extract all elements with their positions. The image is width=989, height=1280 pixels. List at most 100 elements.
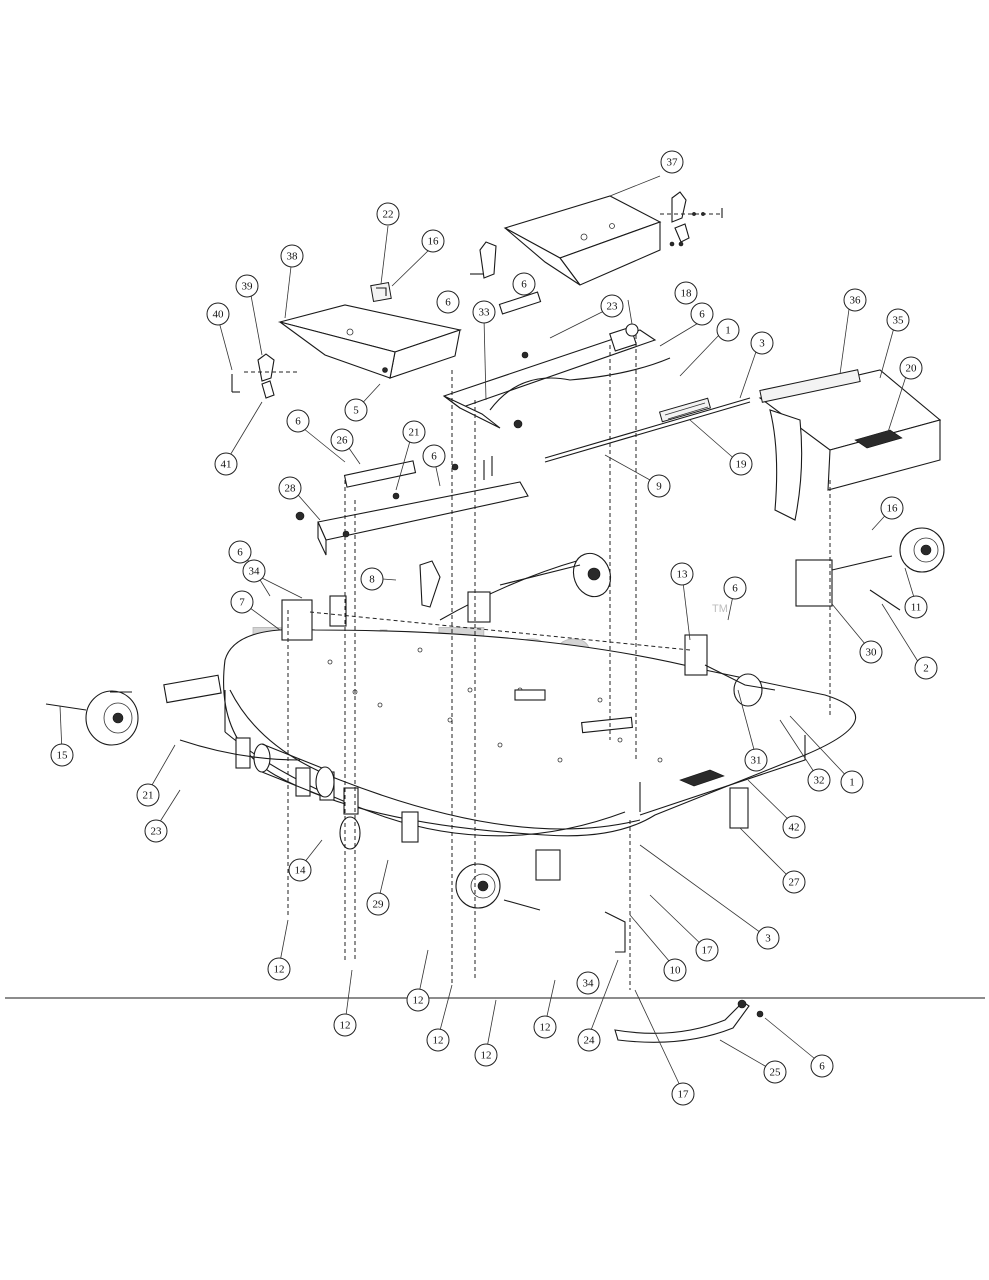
callout-c5: 5 (344, 398, 368, 422)
callout-c18: 18 (674, 281, 698, 305)
callout-label: 16 (428, 236, 440, 248)
callout-label: 1 (849, 777, 855, 789)
callout-c6f: 6 (228, 540, 252, 564)
callout-circle (344, 398, 368, 422)
mower-deck-part (223, 628, 857, 837)
callout-c6d: 6 (286, 409, 310, 433)
callout-c6b: 6 (512, 272, 536, 296)
assembly-guide-lines (287, 335, 831, 990)
callout-c40: 40 (206, 302, 230, 326)
callout-circle (840, 770, 864, 794)
callout-label: 17 (678, 1089, 690, 1101)
callout-label: 34 (583, 978, 595, 990)
callout-c9: 9 (647, 474, 671, 498)
callout-label: 1 (725, 325, 731, 337)
callout-circle (899, 356, 923, 380)
callout-c35: 35 (886, 308, 910, 332)
callout-c26: 26 (330, 428, 354, 452)
callout-circle (695, 938, 719, 962)
callout-circle (763, 1060, 787, 1084)
callout-c12f: 12 (533, 1015, 557, 1039)
callout-circle (859, 640, 883, 664)
callout-circle (533, 1015, 557, 1039)
callout-c12c: 12 (406, 988, 430, 1012)
callout-c22: 22 (376, 202, 400, 226)
spindle-pulley-part (419, 552, 612, 623)
callout-label: 41 (221, 459, 232, 471)
callout-label: 24 (584, 1035, 596, 1047)
callout-circle (230, 590, 254, 614)
callout-label: 6 (699, 309, 705, 321)
callout-label: 40 (213, 309, 225, 321)
callout-c30: 30 (859, 640, 883, 664)
callout-c42: 42 (782, 815, 806, 839)
callout-c14: 14 (288, 858, 312, 882)
callout-label: 6 (521, 279, 527, 291)
callout-c29: 29 (366, 892, 390, 916)
callout-c2: 2 (914, 656, 938, 680)
callout-c25: 25 (763, 1060, 787, 1084)
callout-circle (843, 288, 867, 312)
callout-label: 27 (789, 877, 801, 889)
callout-c38: 38 (280, 244, 304, 268)
callout-circle (782, 870, 806, 894)
callout-c36: 36 (843, 288, 867, 312)
callout-c7: 7 (230, 590, 254, 614)
callout-circle (886, 308, 910, 332)
callout-c1b: 1 (840, 770, 864, 794)
callout-c21b: 21 (136, 783, 160, 807)
callout-c12e: 12 (474, 1043, 498, 1067)
callout-label: 16 (887, 503, 899, 515)
callout-circle (600, 294, 624, 318)
callout-circle (810, 1054, 834, 1078)
callout-label: 18 (681, 288, 693, 300)
callout-circle (647, 474, 671, 498)
callout-c1a: 1 (716, 318, 740, 342)
callout-circle (421, 229, 445, 253)
left-cover-part (277, 304, 463, 379)
callout-label: 12 (433, 1035, 444, 1047)
callout-circle (716, 318, 740, 342)
callout-circle (376, 202, 400, 226)
callout-circle (690, 302, 714, 326)
callout-circle (360, 567, 384, 591)
callout-c11: 11 (904, 595, 928, 619)
callout-label: 37 (667, 157, 679, 169)
callout-circle (422, 444, 446, 468)
hinge-bracket-part (442, 241, 671, 429)
callout-circle (914, 656, 938, 680)
callout-c21a: 21 (402, 420, 426, 444)
callout-label: 39 (242, 281, 254, 293)
callout-c6a: 6 (436, 290, 460, 314)
clip-part (370, 281, 392, 303)
callout-circle (280, 244, 304, 268)
callout-c27: 27 (782, 870, 806, 894)
callout-circle (576, 971, 600, 995)
callout-c23a: 23 (600, 294, 624, 318)
callout-c16b: 16 (880, 496, 904, 520)
callout-label: 6 (732, 583, 738, 595)
wheel-left-part (45, 690, 139, 746)
callout-label: 26 (337, 435, 349, 447)
callout-circle (228, 540, 252, 564)
callout-label: 10 (670, 965, 682, 977)
callout-circle (474, 1043, 498, 1067)
callout-label: 23 (607, 301, 619, 313)
callout-group: 3722163839406336231861336352054162621628… (50, 150, 938, 1106)
watermark-trademark: TM (712, 603, 728, 615)
callout-circle (723, 576, 747, 600)
callout-c6c: 6 (690, 302, 714, 326)
lift-arm-part (604, 911, 764, 1043)
callout-label: 6 (819, 1061, 825, 1073)
callout-label: 21 (409, 427, 420, 439)
callout-c28: 28 (278, 476, 302, 500)
callout-label: 34 (249, 566, 261, 578)
callout-label: 7 (239, 597, 245, 609)
callout-label: 14 (295, 865, 307, 877)
callout-c16a: 16 (421, 229, 445, 253)
handle-39-part (231, 353, 300, 399)
callout-c10: 10 (663, 958, 687, 982)
callout-circle (670, 562, 694, 586)
callout-circle (472, 300, 496, 324)
